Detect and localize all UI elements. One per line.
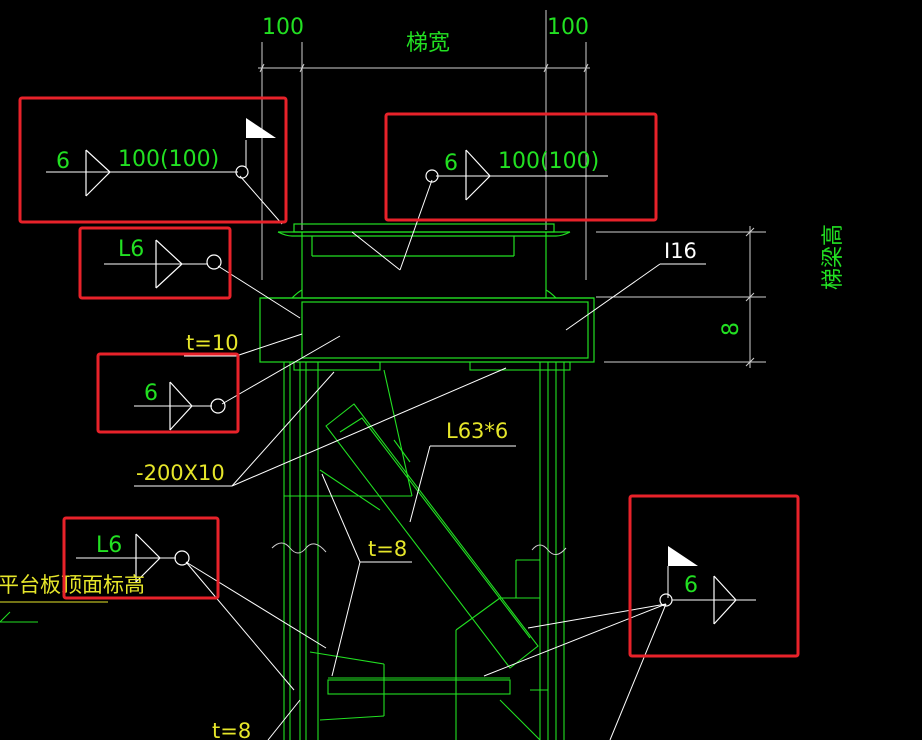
dim-beam-depth: 8 (719, 322, 744, 336)
weld-size-right: 6 (684, 573, 698, 598)
flag-icon (246, 118, 276, 138)
weld-size-angle-lower: L6 (96, 533, 122, 558)
highlight-box-weld-top-right (384, 112, 658, 222)
flag-icon (668, 546, 698, 566)
highlight-box-weld-angle-lower (62, 516, 220, 600)
beam-label: I16 (664, 239, 697, 263)
dim-beam-height: 梯梁高 (821, 224, 846, 290)
weld-size-top-left: 6 (56, 149, 70, 174)
highlight-box-weld-top-left (18, 96, 288, 224)
leader-lines (46, 140, 756, 740)
plate-size-label: -200X10 (136, 461, 225, 485)
weld-size-angle-upper: L6 (118, 237, 144, 262)
highlight-boxes (18, 96, 800, 658)
weld-length-top-left: 100(100) (118, 147, 219, 172)
platform-elevation-tick (0, 611, 11, 623)
angle-brace-label: L63*6 (446, 419, 508, 443)
highlight-box-weld-mid-left (96, 352, 240, 434)
column-structure (283, 361, 571, 740)
dim-stair-width: 梯宽 (406, 31, 450, 56)
break-marks (271, 542, 567, 555)
plate-thickness-mid: t=8 (368, 537, 407, 561)
plate-thickness-bottom: t=8 (212, 719, 251, 740)
dim-left-100: 100 (262, 15, 304, 40)
highlight-box-weld-angle-upper (78, 226, 232, 300)
weld-size-top-right: 6 (444, 151, 458, 176)
platform-elevation-label: 平台板顶面标高 (0, 573, 145, 597)
highlight-box-weld-right (628, 494, 800, 658)
dim-right-100: 100 (547, 15, 589, 40)
plate-thickness-top: t=10 (186, 331, 239, 355)
weld-length-top-right: 100(100) (498, 149, 599, 174)
right-dimension-group (596, 226, 766, 368)
weld-size-mid-left: 6 (144, 381, 158, 406)
beam-structure (259, 223, 595, 363)
weld-symbols (85, 149, 737, 625)
top-dimension-group (258, 10, 590, 280)
